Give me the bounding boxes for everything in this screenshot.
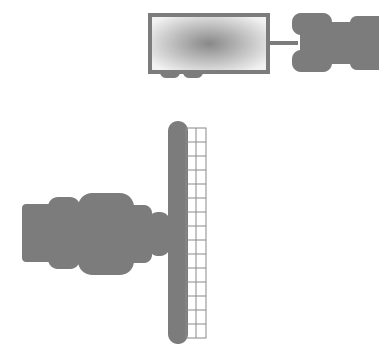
tractor-top-wheel [292, 13, 332, 35]
rake-grid [185, 127, 207, 339]
tractor-top-wheel [350, 54, 379, 70]
tractor-top-icon [292, 13, 379, 72]
tractor-bottom-front-wheel [48, 197, 80, 269]
trailer-tractor-group [148, 13, 379, 78]
tractor-top-wheel [292, 50, 332, 72]
tractor-top-wheel [350, 16, 379, 32]
rake-grid-rows [186, 141, 206, 325]
tractor-bottom-cab [120, 205, 152, 263]
tractor-rake-group [22, 121, 207, 344]
tractor-bottom-hitch [148, 212, 170, 256]
implement-beam [168, 121, 188, 344]
tractor-bottom-icon [22, 193, 170, 275]
trailer-hitch [268, 41, 298, 45]
trailer-body [148, 13, 270, 74]
